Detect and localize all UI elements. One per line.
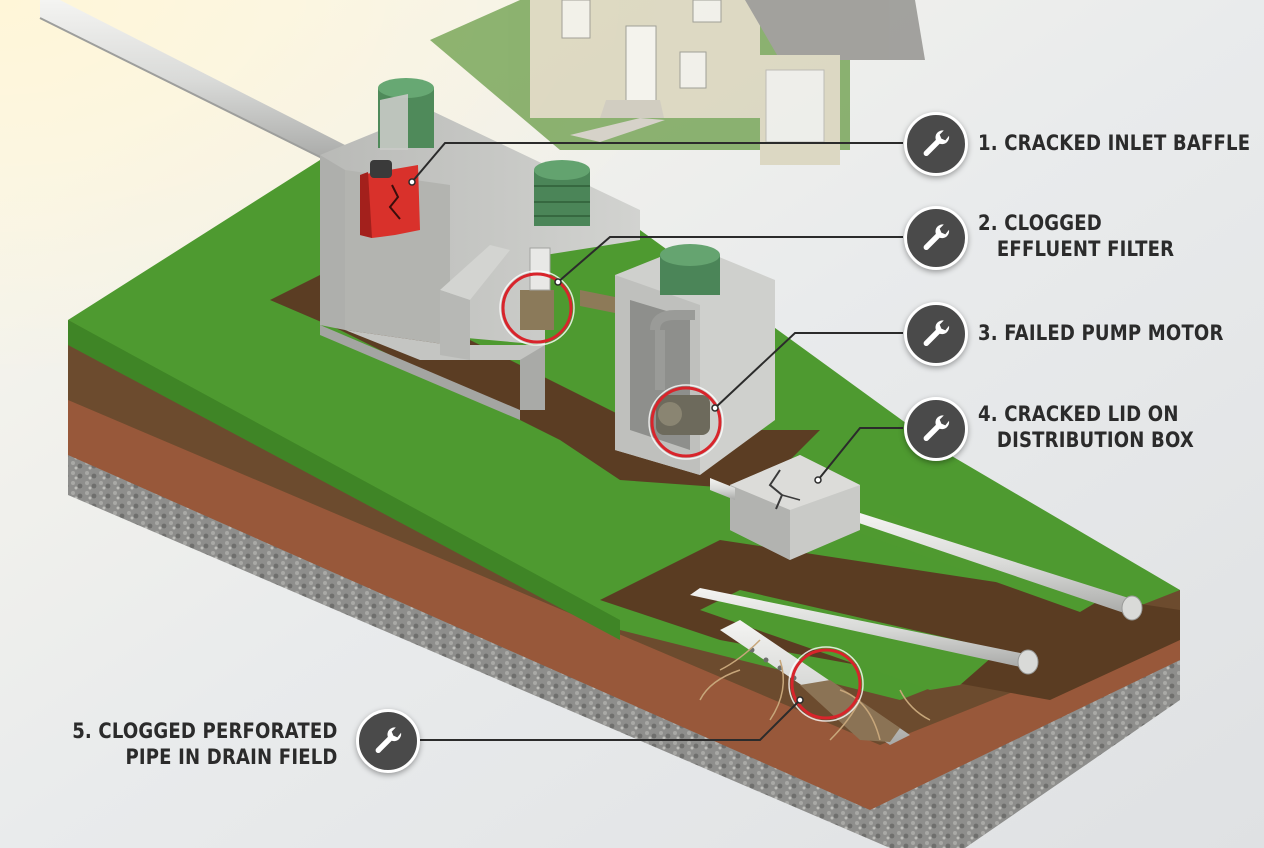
inlet-pipe: [39, 0, 345, 163]
highlight-rings: [501, 272, 862, 720]
leader-line-1: [411, 142, 903, 183]
inlet-baffle-part: [360, 165, 420, 238]
wrench-icon: [923, 224, 950, 250]
wrench-icon: [923, 320, 950, 346]
wrench-icon: [375, 727, 402, 753]
callout-2-line-2: EFFLUENT FILTER: [996, 237, 1175, 261]
callout-2-line-1: 2. CLOGGED: [978, 211, 1102, 235]
callout-3-line-1: 3. FAILED PUMP MOTOR: [978, 321, 1224, 345]
highlight-ring-effluent-filter: [501, 272, 573, 344]
leader-lines: [411, 142, 903, 741]
drain-field: [600, 510, 1180, 745]
leader-line-4: [817, 427, 903, 481]
highlight-ring-pump-motor: [650, 386, 722, 458]
callout-label-3: 3. FAILED PUMP MOTOR: [978, 320, 1224, 346]
wrench-badge-4[interactable]: [904, 397, 968, 461]
wrench-icon: [923, 130, 950, 156]
callout-label-4: 4. CRACKED LID ON DISTRIBUTION BOX: [978, 401, 1194, 453]
callout-1-line-1: 1. CRACKED INLET BAFFLE: [978, 131, 1251, 155]
leader-line-5: [420, 699, 801, 741]
callout-label-1: 1. CRACKED INLET BAFFLE: [978, 130, 1250, 156]
leader-line-3: [714, 332, 903, 409]
house-background: [430, 0, 925, 165]
callout-label-5: 5. CLOGGED PERFORATED PIPE IN DRAIN FIEL…: [73, 718, 338, 770]
pump-chamber: [615, 244, 775, 475]
leader-line-2: [557, 236, 903, 283]
septic-tank: [320, 78, 640, 420]
wrench-icon: [923, 415, 950, 441]
highlight-ring-drain-pipe: [790, 648, 862, 720]
wrench-badge-3[interactable]: [904, 302, 968, 366]
callout-4-line-1: 4. CRACKED LID ON: [978, 402, 1179, 426]
callout-5-line-2: PIPE IN DRAIN FIELD: [125, 745, 338, 769]
wrench-badge-1[interactable]: [904, 112, 968, 176]
wrench-badge-5[interactable]: [356, 709, 420, 773]
callout-5-line-1: 5. CLOGGED PERFORATED: [72, 719, 338, 743]
wrench-badge-2[interactable]: [904, 206, 968, 270]
callout-4-line-2: DISTRIBUTION BOX: [996, 428, 1194, 452]
callout-label-2: 2. CLOGGED EFFLUENT FILTER: [978, 210, 1174, 262]
